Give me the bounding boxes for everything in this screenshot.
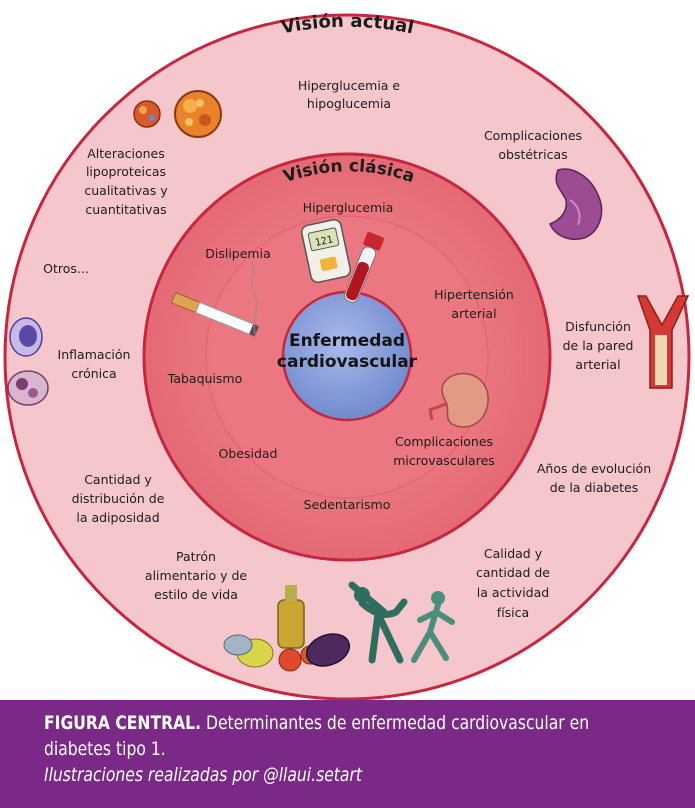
svg-text:microvasculares: microvasculares [393, 453, 495, 468]
svg-text:Alteraciones: Alteraciones [87, 146, 165, 161]
svg-text:Hipertensión: Hipertensión [434, 287, 514, 302]
label-adiposidad: Cantidad y distribución de la adiposidad [72, 472, 165, 525]
macrophage-icon [7, 370, 49, 406]
center-label-line-2: cardiovascular [277, 352, 418, 372]
svg-text:121: 121 [314, 234, 334, 249]
svg-text:cantidad de: cantidad de [476, 565, 550, 580]
svg-text:de la diabetes: de la diabetes [550, 480, 639, 495]
label-inflamacion-cronica: Inflamación crónica [58, 347, 131, 381]
svg-text:Calidad y: Calidad y [484, 546, 543, 561]
center-label-line-1: Enfermedad [289, 331, 405, 351]
svg-text:arterial: arterial [575, 357, 620, 372]
label-disfuncion-pared-arterial: Disfunción de la pared arterial [563, 319, 634, 372]
label-hiperglucemia: Hiperglucemia [303, 200, 394, 215]
caption-line-2: diabetes tipo 1. [44, 738, 166, 760]
svg-text:Disfunción: Disfunción [565, 319, 631, 334]
svg-text:Hiperglucemia e: Hiperglucemia e [298, 78, 401, 93]
svg-text:Cantidad y: Cantidad y [84, 472, 152, 487]
label-complicaciones-microvasculares: Complicaciones microvasculares [393, 434, 495, 468]
label-hiperglucemia-hipoglucemia: Hiperglucemia e hipoglucemia [298, 78, 401, 111]
label-alteraciones-lipoproteicas: Alteraciones lipoproteicas cualitativas … [84, 146, 168, 217]
svg-text:la actividad: la actividad [477, 585, 549, 600]
cigarette-icon [170, 261, 259, 339]
label-anos-evolucion: Años de evolución de la diabetes [537, 461, 651, 495]
svg-text:Años de evolución: Años de evolución [537, 461, 651, 476]
kidney-icon [428, 372, 489, 428]
svg-text:la adiposidad: la adiposidad [76, 510, 159, 525]
svg-text:Complicaciones: Complicaciones [395, 434, 493, 449]
svg-text:obstétricas: obstétricas [498, 147, 567, 162]
label-actividad-fisica: Calidad y cantidad de la actividad físic… [476, 546, 550, 620]
svg-text:Sedentarismo: Sedentarismo [304, 497, 391, 512]
fat-cell-icon [174, 90, 222, 138]
svg-text:Inflamación: Inflamación [58, 347, 131, 362]
svg-text:Patrón: Patrón [176, 549, 216, 564]
cell-icon [133, 100, 161, 128]
glucometer-icon: 121 [300, 219, 352, 283]
svg-text:alimentario y de: alimentario y de [145, 568, 247, 583]
svg-text:cualitativas y: cualitativas y [84, 183, 168, 198]
label-hipertension-arterial: Hipertensión arterial [434, 287, 514, 321]
svg-text:lipoproteicas: lipoproteicas [86, 164, 166, 179]
svg-text:Hiperglucemia: Hiperglucemia [303, 200, 394, 215]
diagram: Visión actual Visión clásica Enfermedad … [3, 11, 691, 700]
label-complicaciones-obstetricas: Complicaciones obstétricas [484, 128, 582, 162]
svg-text:Complicaciones: Complicaciones [484, 128, 582, 143]
exercise-figures-icon [348, 581, 455, 664]
label-patron-alimentario: Patrón alimentario y de estilo de vida [145, 549, 247, 602]
uterus-icon [549, 168, 603, 240]
caption-credit: Ilustraciones realizadas por @llaui.seta… [44, 764, 362, 786]
inner-ring-guide [205, 215, 489, 499]
svg-text:crónica: crónica [71, 366, 116, 381]
label-dislipemia: Dislipemia [205, 246, 271, 261]
label-tabaquismo: Tabaquismo [167, 371, 243, 386]
caption-line-1-rest: Determinantes de enfermedad cardiovascul… [205, 712, 590, 734]
svg-text:física: física [497, 605, 529, 620]
food-icon [223, 585, 351, 672]
svg-text:estilo de vida: estilo de vida [154, 587, 238, 602]
svg-text:de la pared: de la pared [563, 338, 634, 353]
svg-text:Dislipemia: Dislipemia [205, 246, 271, 261]
svg-text:Tabaquismo: Tabaquismo [167, 371, 243, 386]
svg-text:hipoglucemia: hipoglucemia [307, 96, 391, 111]
svg-text:Otros...: Otros... [43, 261, 89, 276]
caption-line-1: FIGURA CENTRAL. Determinantes de enferme… [44, 710, 589, 736]
artery-icon [636, 295, 690, 389]
svg-text:distribución de: distribución de [72, 491, 165, 506]
label-sedentarismo: Sedentarismo [304, 497, 391, 512]
label-obesidad: Obesidad [219, 446, 278, 461]
svg-text:cuantitativas: cuantitativas [85, 202, 166, 217]
label-otros: Otros... [43, 261, 89, 276]
svg-text:arterial: arterial [451, 306, 496, 321]
monocyte-icon [9, 317, 43, 357]
caption-lead: FIGURA CENTRAL. [44, 712, 202, 734]
figure-caption: FIGURA CENTRAL. Determinantes de enferme… [0, 700, 695, 808]
svg-text:Obesidad: Obesidad [219, 446, 278, 461]
blood-tube-icon [344, 231, 384, 303]
